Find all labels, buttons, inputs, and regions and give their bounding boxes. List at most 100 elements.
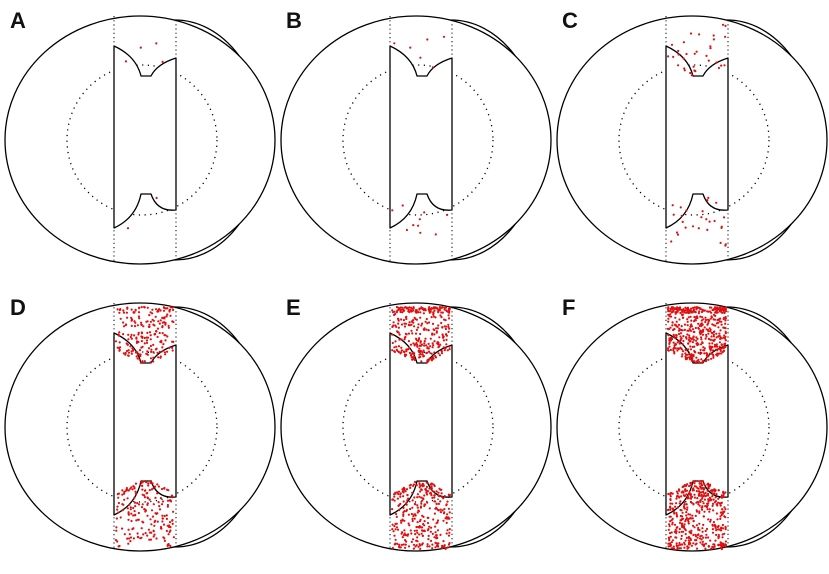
particle-e-560	[396, 306, 398, 308]
particle-d-240	[150, 357, 152, 359]
particle-f-193	[703, 352, 705, 354]
particle-d-237	[159, 332, 161, 334]
particle-e-499	[433, 329, 435, 331]
particle-d-287	[146, 515, 148, 517]
particle-b-13	[402, 204, 404, 206]
particle-f-906	[722, 309, 724, 311]
particle-d-219	[138, 353, 140, 355]
particle-f-416	[712, 349, 714, 351]
particle-e-640	[426, 346, 428, 348]
particle-f-989	[703, 487, 705, 489]
particle-f-482	[713, 521, 715, 523]
particle-d-375	[173, 536, 175, 538]
particle-d-254	[152, 344, 154, 346]
particle-e-425	[445, 319, 447, 321]
particle-f-379	[693, 520, 695, 522]
particle-f-925	[719, 329, 721, 331]
particle-e-349	[420, 324, 422, 326]
panel-label-a: A	[10, 8, 26, 34]
particle-e-401	[435, 531, 437, 533]
particle-f-519	[712, 503, 714, 505]
particle-c-47	[680, 206, 682, 208]
particle-d-142	[146, 332, 148, 334]
particle-c-4	[672, 204, 674, 206]
particle-e-423	[428, 307, 430, 309]
particle-c-15	[725, 243, 727, 245]
particle-e-541	[447, 324, 449, 326]
particle-f-787	[688, 485, 690, 487]
particle-e-631	[448, 544, 450, 546]
particle-d-248	[156, 492, 158, 494]
particle-d-345	[128, 537, 130, 539]
particle-f-204	[668, 346, 670, 348]
particle-e-459	[402, 515, 404, 517]
particle-f-264	[708, 320, 710, 322]
particle-f-600	[683, 525, 685, 527]
particle-f-698	[683, 502, 685, 504]
particle-d-382	[152, 487, 154, 489]
particle-e-585	[394, 313, 396, 315]
particle-e-381	[421, 533, 423, 535]
panel-f-drawing	[552, 287, 828, 574]
particle-d-229	[124, 533, 126, 535]
particle-e-152	[445, 339, 447, 341]
particle-f-746	[723, 350, 725, 352]
particle-e-596	[423, 327, 425, 329]
particle-f-444	[710, 335, 712, 337]
particle-e-108	[417, 326, 419, 328]
particle-f-975	[684, 355, 686, 357]
particle-e-342	[431, 489, 433, 491]
particle-d-270	[163, 310, 165, 312]
particle-e-609	[428, 329, 430, 331]
particle-f-602	[713, 543, 715, 545]
particle-f-817	[697, 537, 699, 539]
particle-e-650	[437, 544, 439, 546]
particle-e-447	[426, 493, 428, 495]
particle-e-593	[448, 508, 450, 510]
particle-a-3	[155, 42, 157, 44]
particle-e-553	[404, 354, 406, 356]
particle-f-513	[704, 317, 706, 319]
particle-e-404	[400, 347, 402, 349]
particle-e-568	[439, 534, 441, 536]
particle-d-137	[140, 362, 142, 364]
particle-d-104	[118, 545, 120, 547]
particle-d-414	[149, 489, 151, 491]
particle-d-255	[120, 318, 122, 320]
particle-d-32	[122, 309, 124, 311]
particle-e-639	[418, 348, 420, 350]
particle-d-120	[171, 307, 173, 309]
particle-e-627	[434, 500, 436, 502]
particle-f-308	[708, 511, 710, 513]
particle-f-27	[700, 336, 702, 338]
panel-label-f: F	[562, 295, 575, 321]
particle-e-117	[425, 329, 427, 331]
particle-f-816	[710, 548, 712, 550]
particle-b-12	[406, 229, 408, 231]
particle-f-378	[667, 509, 669, 511]
particle-e-417	[391, 309, 393, 311]
particle-f-637	[705, 334, 707, 336]
particle-b-9	[412, 224, 414, 226]
particle-d-116	[166, 315, 168, 317]
particle-c-16	[676, 231, 678, 233]
particle-d-335	[128, 514, 130, 516]
particle-f-544	[687, 343, 689, 345]
particle-f-940	[676, 311, 678, 313]
particle-f-657	[695, 327, 697, 329]
particle-f-671	[669, 494, 671, 496]
particle-d-403	[147, 337, 149, 339]
particle-f-610	[718, 525, 720, 527]
particle-d-394	[128, 504, 130, 506]
particle-f-495	[720, 505, 722, 507]
particle-f-883	[688, 518, 690, 520]
particle-e-92	[428, 487, 430, 489]
particle-e-588	[427, 538, 429, 540]
particle-d-301	[130, 506, 132, 508]
particle-f-494	[719, 346, 721, 348]
particle-f-986	[672, 308, 674, 310]
particle-e-641	[415, 526, 417, 528]
particle-d-333	[140, 322, 142, 324]
particle-f-430	[667, 545, 669, 547]
particle-e-43	[430, 531, 432, 533]
